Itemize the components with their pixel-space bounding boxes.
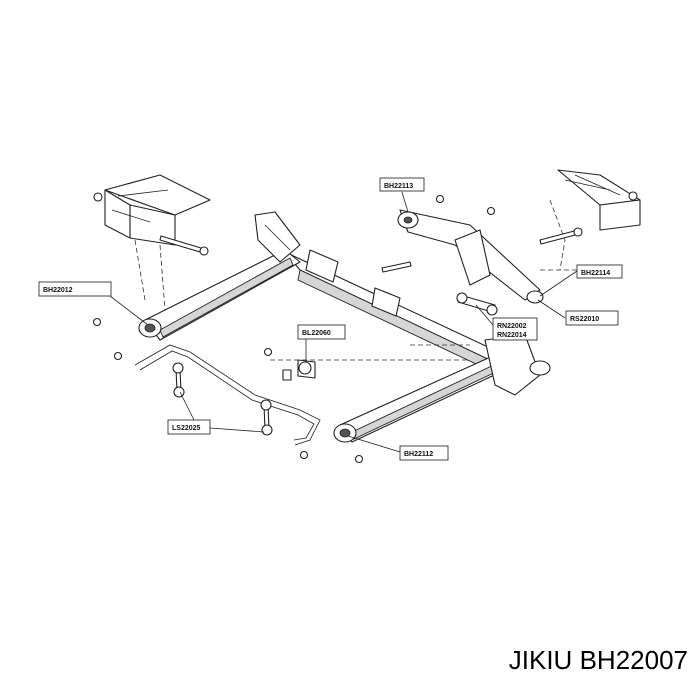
leader-lines xyxy=(109,191,578,453)
left-body-rail xyxy=(104,174,211,311)
right-trailing-arm xyxy=(333,334,551,443)
nut-icon xyxy=(435,194,445,204)
callout-ls22025: LS22025 xyxy=(167,419,211,435)
left-trailing-arm xyxy=(138,211,301,341)
lateral-link xyxy=(456,292,498,316)
upper-control-arm xyxy=(397,209,544,304)
callout-label: BH22113 xyxy=(384,183,413,190)
rail-bolt xyxy=(159,235,209,256)
nut-icon xyxy=(113,351,123,361)
callout-label: RN22002 xyxy=(497,323,527,330)
callout-rs22010: RS22010 xyxy=(565,310,619,326)
callout-label: BH22114 xyxy=(581,270,610,277)
callout-label: RS22010 xyxy=(570,316,599,323)
product-caption: JIKIU BH22007 xyxy=(418,640,688,680)
rail-bolt-right xyxy=(539,227,583,245)
callout-bh22112: BH22112 xyxy=(399,445,449,461)
callout-bh22114: BH22114 xyxy=(576,264,623,279)
stabilizer-bar xyxy=(134,344,321,446)
part-number: BH22007 xyxy=(579,645,688,675)
callout-bh22012: BH22012 xyxy=(38,281,112,297)
callout-label: BL22060 xyxy=(302,330,331,337)
nut-icon xyxy=(92,317,102,327)
callout-label: LS22025 xyxy=(172,425,201,432)
callout-rn22002-rn22014: RN22002 RN22014 xyxy=(492,317,538,341)
nut-icon xyxy=(354,454,364,464)
subframe-beam xyxy=(270,249,516,381)
nut-icon xyxy=(486,206,496,216)
callout-bl22060: BL22060 xyxy=(297,324,346,340)
nut-icon xyxy=(299,450,309,460)
callout-label: BH22112 xyxy=(404,451,433,458)
stabilizer-link-right xyxy=(260,399,273,436)
callout-bh22113: BH22113 xyxy=(379,177,425,192)
rail-nut-right xyxy=(628,191,638,201)
callout-label: RN22014 xyxy=(497,332,527,339)
callout-label: BH22012 xyxy=(43,287,73,294)
brand-name: JIKIU xyxy=(508,645,573,675)
stabilizer-link-left xyxy=(172,362,185,398)
bolt-icon xyxy=(381,261,412,273)
rail-nut xyxy=(93,192,103,202)
right-body-rail xyxy=(540,169,641,271)
stabilizer-bushing xyxy=(282,359,316,381)
nut-icon xyxy=(263,347,273,357)
